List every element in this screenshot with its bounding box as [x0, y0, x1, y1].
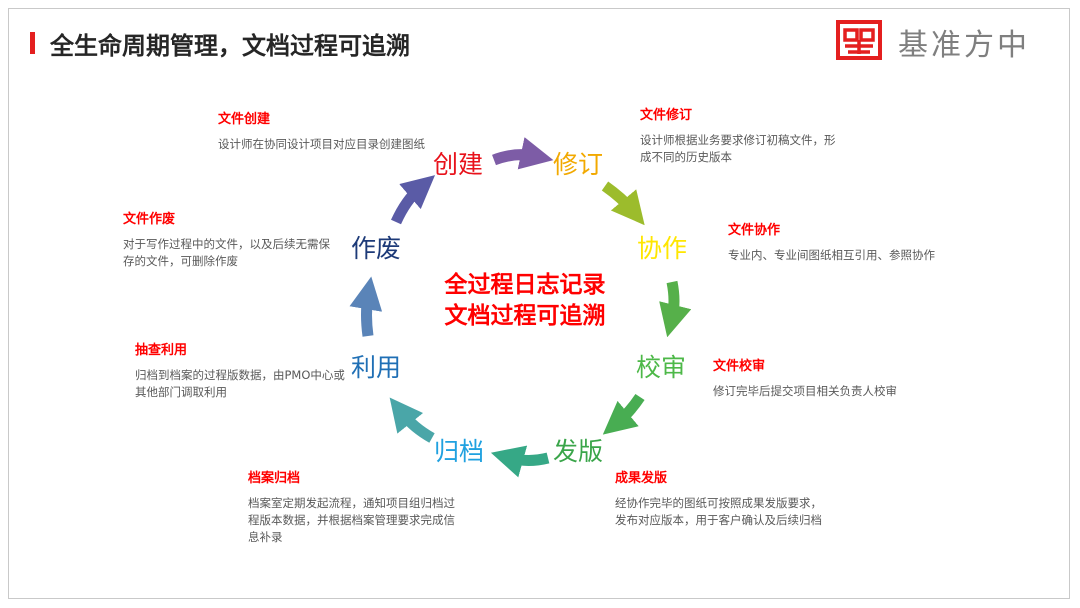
logo-text: 基准方中: [898, 28, 1030, 63]
arrow-use-to-discard: [349, 276, 383, 337]
arrow-check-to-release: [602, 393, 645, 435]
desc-archive: 档案归档 档案室定期发起流程，通知项目组归档过程版本数据，并根据档案管理要求完成…: [248, 467, 458, 546]
arrow-discard-to-create: [390, 175, 436, 225]
desc-release-heading: 成果发版: [615, 471, 668, 486]
desc-collab: 文件协作 专业内、专业间图纸相互引用、参照协作: [728, 219, 938, 264]
desc-check: 文件校审 修订完毕后提交项目相关负责人校审: [713, 355, 943, 400]
desc-revise: 文件修订 设计师根据业务要求修订初稿文件，形成不同的历史版本: [640, 104, 845, 166]
title-accent-bar: [30, 32, 35, 54]
desc-use: 抽查利用 归档到档案的过程版数据，由PMO中心或其他部门调取利用: [135, 339, 345, 401]
desc-collab-heading: 文件协作: [728, 223, 781, 238]
desc-create: 文件创建 设计师在协同设计项目对应目录创建图纸: [218, 108, 458, 153]
center-caption: 全过程日志记录 文档过程可追溯: [420, 270, 630, 332]
stage-discard: 作废: [351, 234, 402, 263]
desc-use-text: 归档到档案的过程版数据，由PMO中心或其他部门调取利用: [135, 368, 345, 399]
stage-revise: 修订: [553, 150, 604, 179]
desc-release-text: 经协作完毕的图纸可按照成果发版要求，发布对应版本，用于客户确认及后续归档: [615, 496, 822, 527]
desc-release: 成果发版 经协作完毕的图纸可按照成果发版要求，发布对应版本，用于客户确认及后续归…: [615, 467, 825, 529]
arrow-revise-to-collab: [601, 181, 645, 226]
desc-discard: 文件作废 对于写作过程中的文件，以及后续无需保存的文件，可删除作废: [123, 208, 333, 270]
desc-archive-heading: 档案归档: [248, 471, 301, 486]
desc-revise-text: 设计师根据业务要求修订初稿文件，形成不同的历史版本: [640, 133, 836, 164]
desc-archive-text: 档案室定期发起流程，通知项目组归档过程版本数据，并根据档案管理要求完成信息补录: [248, 496, 455, 544]
desc-check-heading: 文件校审: [713, 359, 766, 374]
stage-create: 创建: [433, 150, 484, 179]
stage-check: 校审: [636, 353, 687, 382]
desc-collab-text: 专业内、专业间图纸相互引用、参照协作: [728, 248, 935, 262]
arrow-archive-to-use: [389, 397, 435, 443]
desc-create-text: 设计师在协同设计项目对应目录创建图纸: [218, 137, 425, 151]
stage-collab: 协作: [637, 234, 688, 263]
desc-check-text: 修订完毕后提交项目相关负责人校审: [713, 384, 897, 398]
arrow-release-to-archive: [490, 445, 550, 478]
page-title: 全生命周期管理，文档过程可追溯: [50, 32, 410, 60]
desc-create-heading: 文件创建: [218, 112, 271, 127]
desc-discard-heading: 文件作废: [123, 212, 176, 227]
desc-revise-heading: 文件修订: [640, 108, 693, 123]
arrow-collab-to-check: [659, 280, 692, 338]
stage-release: 发版: [553, 437, 604, 466]
arrow-create-to-revise: [492, 137, 554, 170]
center-line-2: 文档过程可追溯: [444, 303, 606, 329]
stage-use: 利用: [351, 353, 402, 382]
desc-use-heading: 抽查利用: [135, 343, 188, 358]
desc-discard-text: 对于写作过程中的文件，以及后续无需保存的文件，可删除作废: [123, 237, 330, 268]
slide-frame: [8, 8, 1070, 599]
center-line-1: 全过程日志记录: [444, 272, 606, 298]
seal-logo-icon: [836, 20, 882, 60]
stage-archive: 归档: [434, 437, 485, 466]
